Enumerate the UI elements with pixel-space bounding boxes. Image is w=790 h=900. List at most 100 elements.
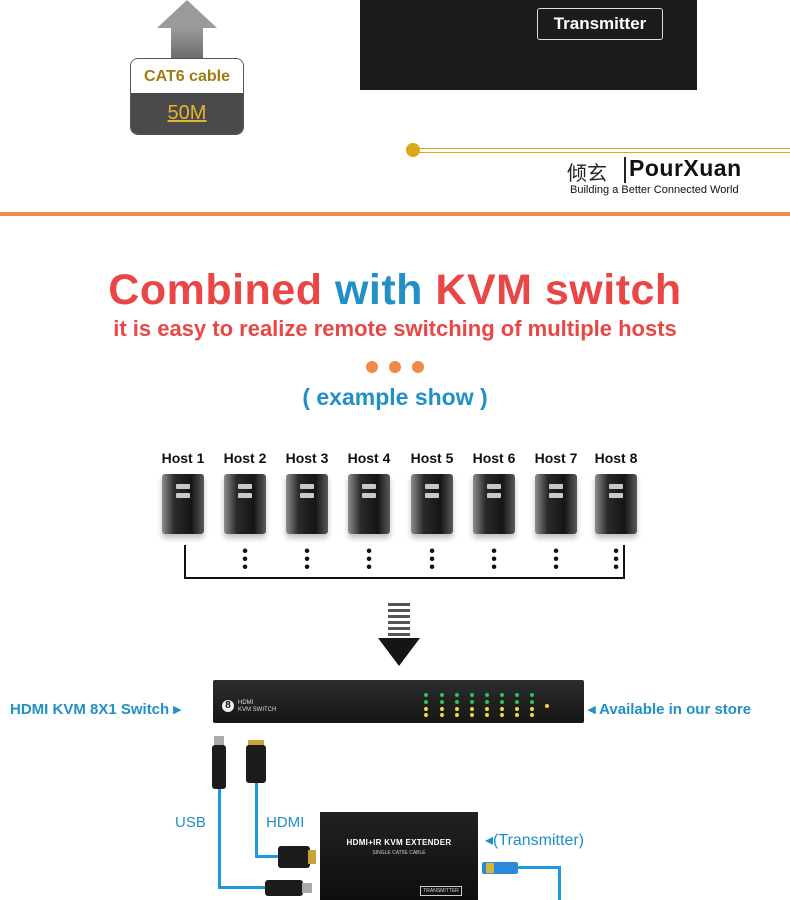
status-led-icon: [530, 713, 534, 717]
kvm-switch-device: [213, 680, 584, 723]
dot-icon: [389, 361, 401, 373]
status-led-icon: [545, 704, 549, 708]
host-label: Host 5: [410, 450, 454, 466]
rj45-plug-tip: [486, 863, 494, 873]
status-led-icon: [515, 693, 519, 697]
status-led-icon: [470, 713, 474, 717]
network-cable: [558, 866, 561, 900]
down-arrow-icon: [378, 638, 420, 666]
usb-cable: [218, 789, 221, 888]
connection-dots: •••: [242, 543, 248, 576]
connection-dots: •••: [429, 543, 435, 576]
computer-tower-icon: [224, 474, 266, 534]
dot-icon: [412, 361, 424, 373]
status-led-icon: [455, 693, 459, 697]
computer-tower-icon: [535, 474, 577, 534]
status-led-icon: [424, 707, 428, 711]
extender-tag: TRANSMITTER: [420, 886, 462, 896]
computer-tower-icon: [595, 474, 637, 534]
network-cable: [518, 866, 560, 869]
status-led-icon: [455, 707, 459, 711]
logo-separator: [624, 157, 626, 183]
hdmi-cable: [255, 783, 258, 857]
status-led-icon: [470, 700, 474, 704]
logo-name: PourXuan: [629, 155, 742, 181]
store-label: ◂ Available in our store: [588, 701, 752, 718]
status-led-icon: [500, 713, 504, 717]
status-led-icon: [500, 693, 504, 697]
usb-label: USB: [175, 814, 206, 831]
extender-transmitter-device: [320, 812, 478, 900]
headline-part3: KVM switch: [435, 266, 682, 314]
host-label: Host 3: [285, 450, 329, 466]
connection-dots: •••: [491, 543, 497, 576]
hdmi-label: HDMI: [266, 814, 305, 831]
hosts-bracket: [184, 545, 625, 579]
status-led-icon: [485, 700, 489, 704]
status-led-icon: [515, 700, 519, 704]
usb-plug-tip: [214, 736, 224, 746]
host-label: Host 8: [594, 450, 638, 466]
transmitter-panel: [360, 0, 697, 90]
status-led-icon: [485, 693, 489, 697]
host-label: Host 4: [347, 450, 391, 466]
status-led-icon: [440, 713, 444, 717]
status-led-icon: [470, 707, 474, 711]
kvm-device-text-2: KVM SWITCH: [238, 707, 277, 713]
host-label: Host 6: [472, 450, 516, 466]
status-led-icon: [515, 713, 519, 717]
gold-divider: [418, 148, 790, 149]
connection-dots: •••: [304, 543, 310, 576]
transmitter-callout: ◂(Transmitter): [485, 832, 584, 849]
computer-tower-icon: [348, 474, 390, 534]
status-led-icon: [440, 707, 444, 711]
host-label: Host 1: [161, 450, 205, 466]
status-led-icon: [424, 700, 428, 704]
status-led-icon: [515, 707, 519, 711]
kvm-device-text-1: HDMI: [238, 700, 254, 706]
section-divider: [0, 212, 790, 216]
gold-dot-icon: [406, 143, 420, 157]
status-led-icon: [485, 713, 489, 717]
status-led-icon: [440, 693, 444, 697]
cable-spec-box: CAT6 cable 50M: [130, 58, 244, 135]
status-led-icon: [424, 693, 428, 697]
host-label: Host 2: [223, 450, 267, 466]
status-led-icon: [455, 700, 459, 704]
connection-dots: •••: [613, 543, 619, 576]
headline-part2: with: [334, 266, 436, 314]
connection-dots: •••: [366, 543, 372, 576]
computer-tower-icon: [411, 474, 453, 534]
cable-length: 50M: [131, 93, 243, 134]
dot-icon: [366, 361, 378, 373]
status-led-icon: [485, 707, 489, 711]
usb-plug-icon: [265, 880, 303, 896]
computer-tower-icon: [473, 474, 515, 534]
status-led-icon: [455, 713, 459, 717]
connection-dots: •••: [553, 543, 559, 576]
gold-divider: [418, 152, 790, 153]
usb-plug-icon: [212, 745, 226, 789]
usb-plug-tip: [302, 883, 312, 893]
kvm-switch-label: HDMI KVM 8X1 Switch ▸: [10, 701, 181, 718]
computer-tower-icon: [162, 474, 204, 534]
status-led-icon: [424, 713, 428, 717]
logo-chinese: 倾玄: [567, 161, 607, 185]
kvm-badge: 8: [222, 700, 234, 712]
hdmi-plug-tip: [248, 740, 264, 748]
computer-tower-icon: [286, 474, 328, 534]
hdmi-cable: [255, 855, 279, 858]
extender-subtitle: SINGLE CAT5E CABLE: [372, 850, 426, 856]
status-led-icon: [530, 707, 534, 711]
down-arrow-stem: [388, 600, 410, 638]
status-led-icon: [500, 700, 504, 704]
status-led-icon: [440, 700, 444, 704]
headline-subtitle: it is easy to realize remote switching o…: [113, 316, 677, 341]
status-led-icon: [530, 700, 534, 704]
status-led-icon: [470, 693, 474, 697]
up-arrow-icon: [157, 0, 217, 28]
hdmi-plug-tip: [308, 850, 316, 864]
hdmi-plug-icon: [278, 846, 310, 868]
headline: Combined with KVM switch: [0, 266, 790, 315]
status-led-icon: [530, 693, 534, 697]
